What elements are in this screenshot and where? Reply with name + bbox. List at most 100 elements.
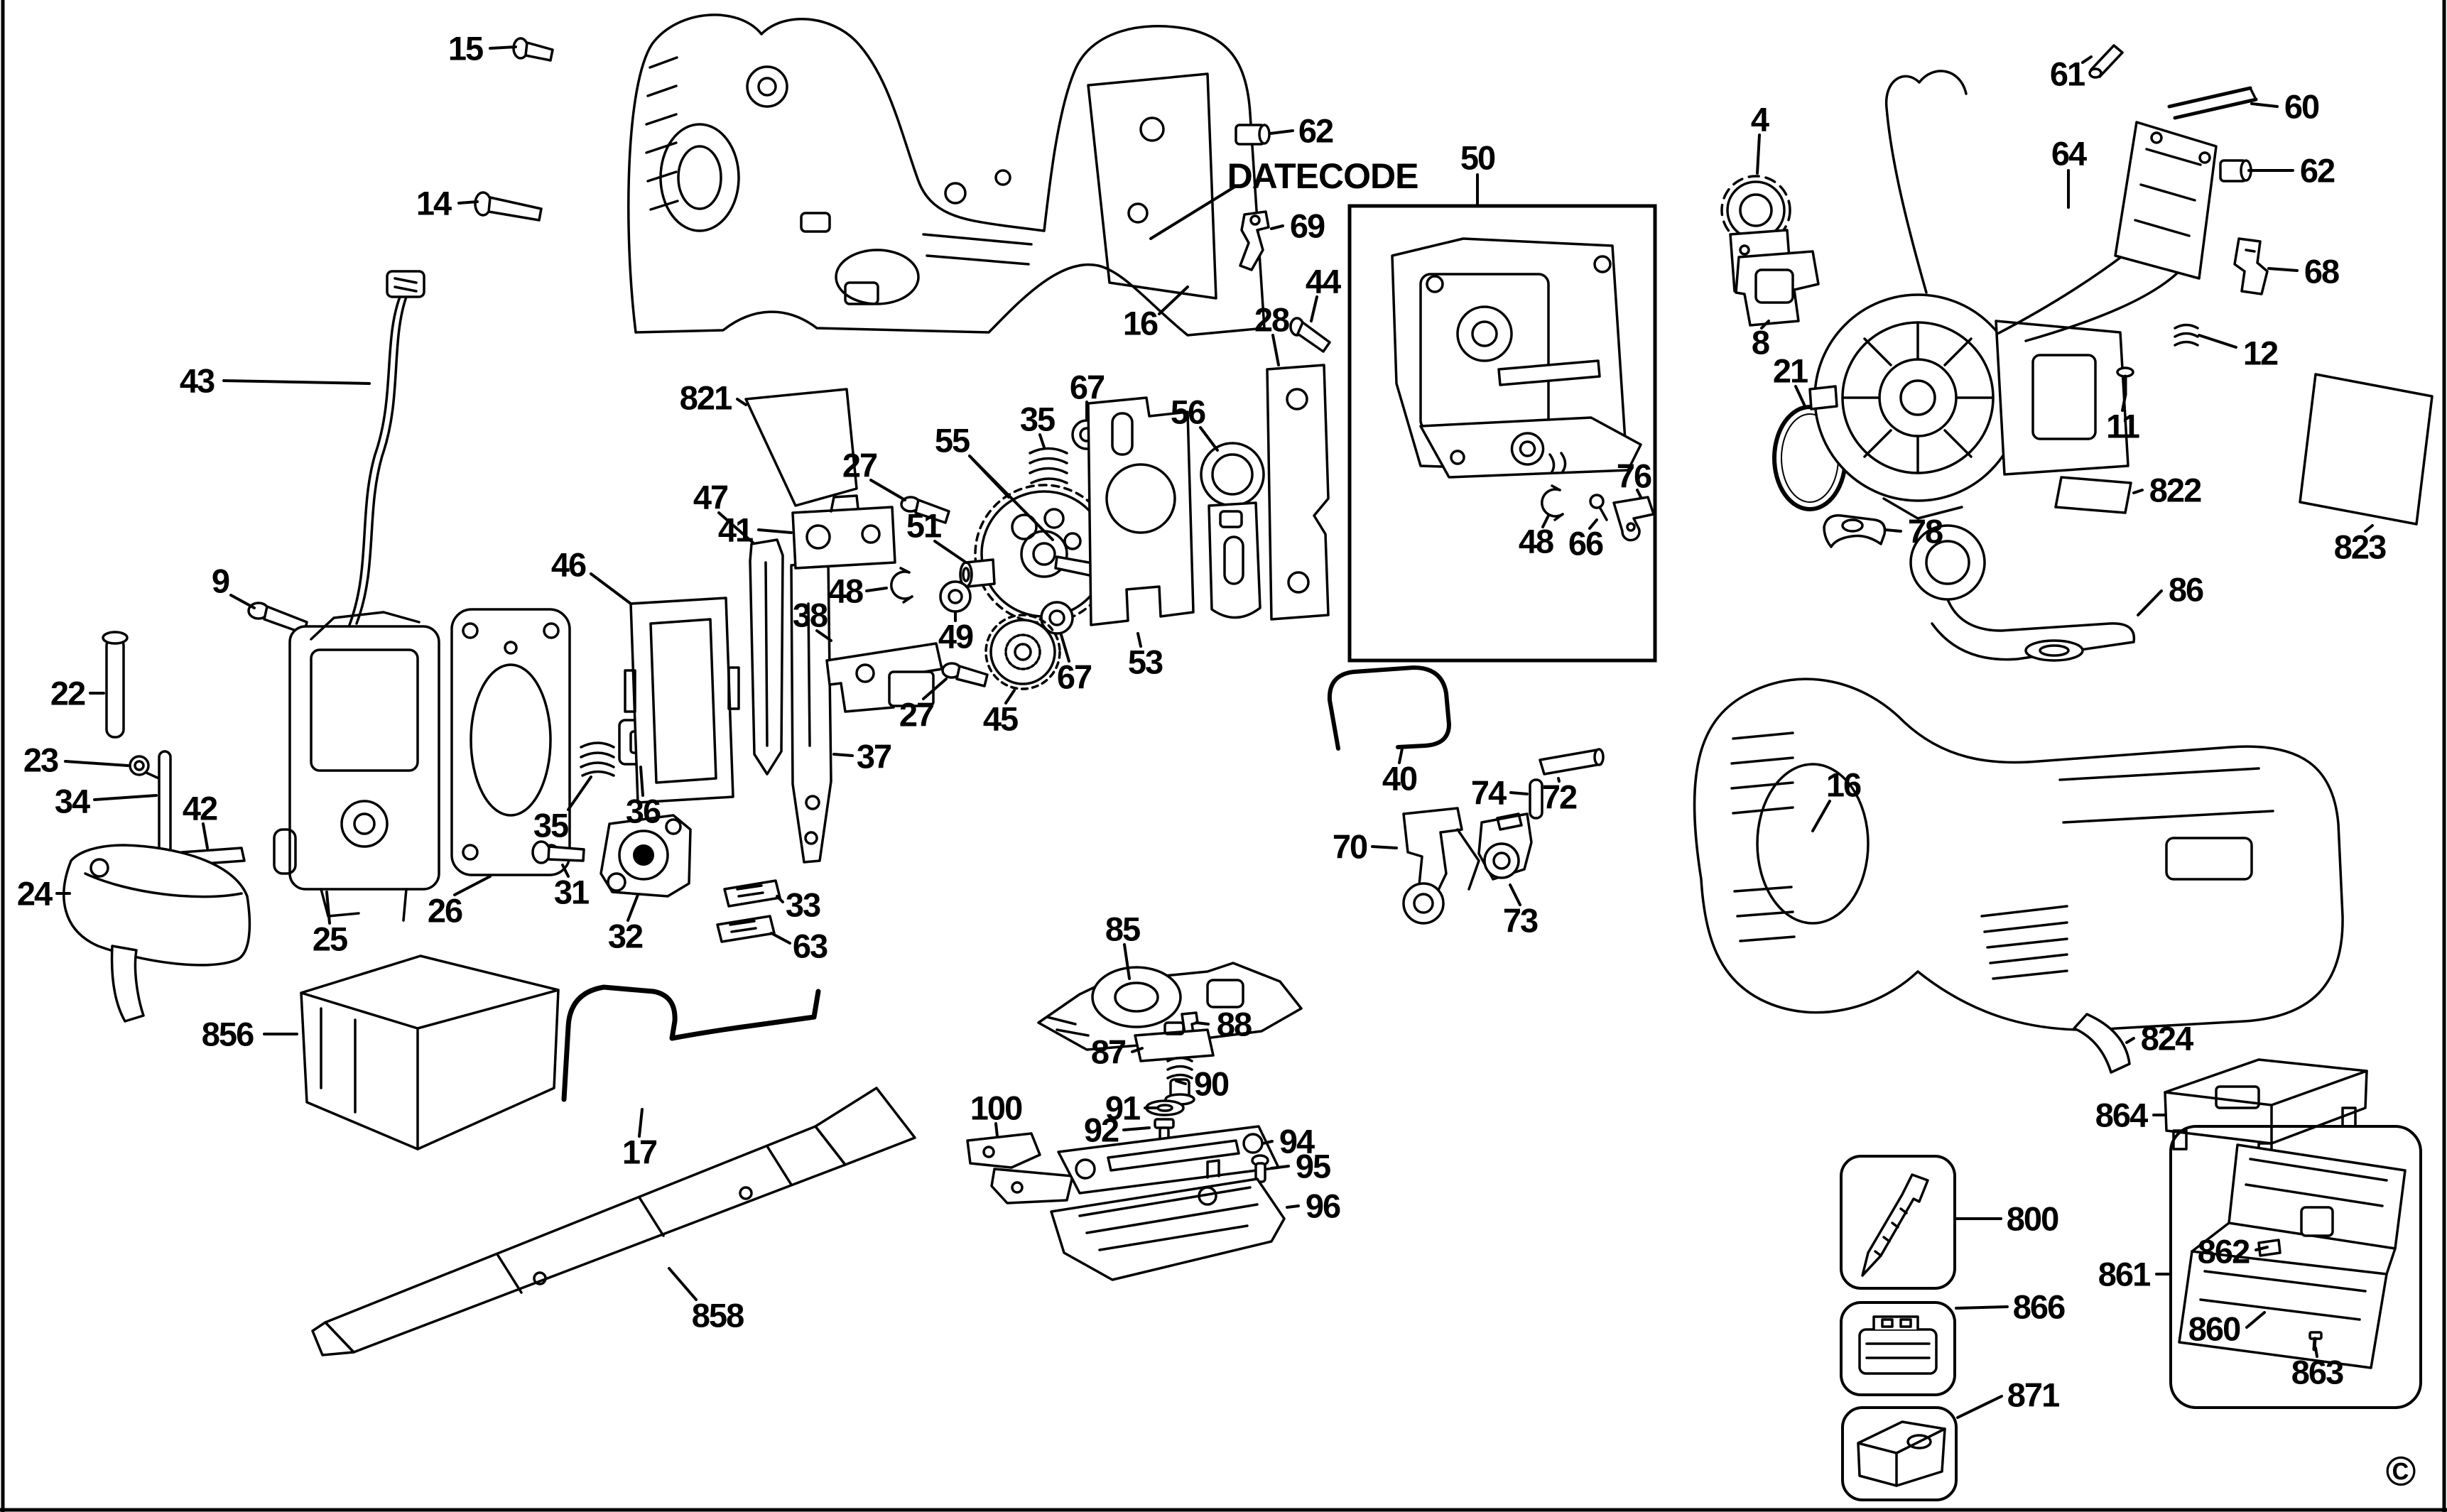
part-821-label-wedge [744,388,858,507]
part-858-dust-tube [311,1087,916,1356]
leader-line-15 [489,45,517,50]
part-label-60: 60 [2284,87,2320,126]
part-50-gearbox-assembly [1391,237,1642,479]
part-866-battery [1858,1315,1938,1375]
leader-line-11 [2121,395,2127,412]
part-label-47: 47 [693,478,729,516]
part-95-screw [1251,1154,1269,1183]
leader-lines [55,45,2374,1419]
leader-line-871 [1956,1395,2003,1419]
leader-line-17 [638,1108,644,1138]
leader-line-63 [770,932,791,945]
part-label-863: 863 [2291,1353,2344,1391]
part-label-856: 856 [201,1015,254,1053]
part-69-lever [1239,210,1270,271]
part-label-37: 37 [856,737,892,776]
part-label-821: 821 [679,379,732,417]
part-label-33: 33 [785,886,821,924]
part-22-pin [102,631,129,739]
leader-line-87 [1131,1047,1144,1053]
part-label-46: 46 [550,545,587,584]
leader-line-27 [869,479,906,501]
part-label-27: 27 [899,695,935,734]
part-label-21: 21 [1772,352,1808,390]
part-38-bracket [825,642,943,713]
leader-line-100 [994,1122,999,1138]
leader-line-94 [1262,1140,1274,1145]
part-label-862: 862 [2197,1232,2250,1271]
part-label-823: 823 [2333,528,2387,566]
leader-line-14 [457,200,479,205]
leader-line-datecode [1149,185,1237,240]
part-66-pin [1589,494,1608,521]
part-label-9: 9 [211,562,230,600]
part-label-66: 66 [1568,524,1604,562]
part-41-plate [791,494,896,570]
leader-line-78 [1884,528,1902,533]
part-label-72: 72 [1541,778,1578,816]
part-label-35: 35 [533,806,569,844]
leader-line-44 [1310,295,1318,322]
leader-line-8 [1760,320,1770,330]
part-label-73: 73 [1502,901,1539,940]
part-label-14: 14 [416,184,452,222]
part-24-shoe-boot [63,844,251,1023]
part-35-spring-lower [580,741,615,777]
leader-line-48 [1541,514,1550,528]
leader-line-822 [2132,489,2144,494]
leader-line-86 [2137,589,2163,616]
part-label-50: 50 [1460,138,1496,177]
leader-line-32 [626,893,639,922]
leader-line-47 [717,511,754,544]
leader-line-16 [1158,285,1189,315]
part-72-pin [1539,748,1605,776]
leader-line-34 [93,794,158,801]
part-label-45: 45 [982,700,1019,738]
leader-line-61 [2081,55,2093,64]
leader-line-35 [1038,433,1046,449]
part-label-822: 822 [2149,471,2202,509]
part-76-blade-release-lever [1612,496,1655,542]
part-label-15: 15 [447,29,484,67]
part-label-16: 16 [1122,304,1159,342]
leader-line-95 [1270,1165,1290,1170]
leader-line-53 [1136,632,1142,648]
part-871-charger [1857,1420,1946,1487]
part-label-12: 12 [2242,334,2279,372]
part-label-35: 35 [1019,400,1056,438]
part-37-plunger-arm [790,560,832,864]
leader-line-35 [567,776,592,811]
leader-line-4 [1756,134,1761,175]
part-label-49: 49 [938,617,974,656]
leader-line-73 [1509,883,1521,906]
part-62-cylinder-left [1235,124,1271,146]
leader-line-76 [1636,489,1642,499]
part-68-terminal-clip [2233,237,2269,295]
part-823-instruction-sheet [2299,373,2434,526]
part-label-25: 25 [312,920,348,958]
part-856-cover [300,954,560,1151]
part-35-spring-upper [1029,447,1068,484]
part-label-86: 86 [2168,570,2204,609]
part-label-55: 55 [934,421,970,459]
leader-line-74 [1509,791,1529,795]
leader-line-866 [1955,1305,2009,1310]
part-label-871: 871 [2007,1376,2060,1414]
leader-line-85 [1123,943,1131,980]
part-label-76: 76 [1616,457,1652,495]
part-label-36: 36 [625,792,661,830]
part-25-switch-housing [273,611,440,922]
part-64-motor-assembly [1808,70,2218,520]
part-822-label-sticker [2054,476,2132,514]
part-85-roller-carriage [1037,962,1303,1051]
part-label-22: 22 [50,674,86,712]
part-label-100: 100 [970,1089,1023,1127]
leader-line-60 [2250,102,2279,108]
part-53-fork-plate [1087,396,1195,626]
leader-line-72 [1557,777,1561,783]
leader-line-33 [776,895,784,903]
leader-line-12 [2198,334,2237,349]
part-60-brush-strips [2167,86,2258,120]
